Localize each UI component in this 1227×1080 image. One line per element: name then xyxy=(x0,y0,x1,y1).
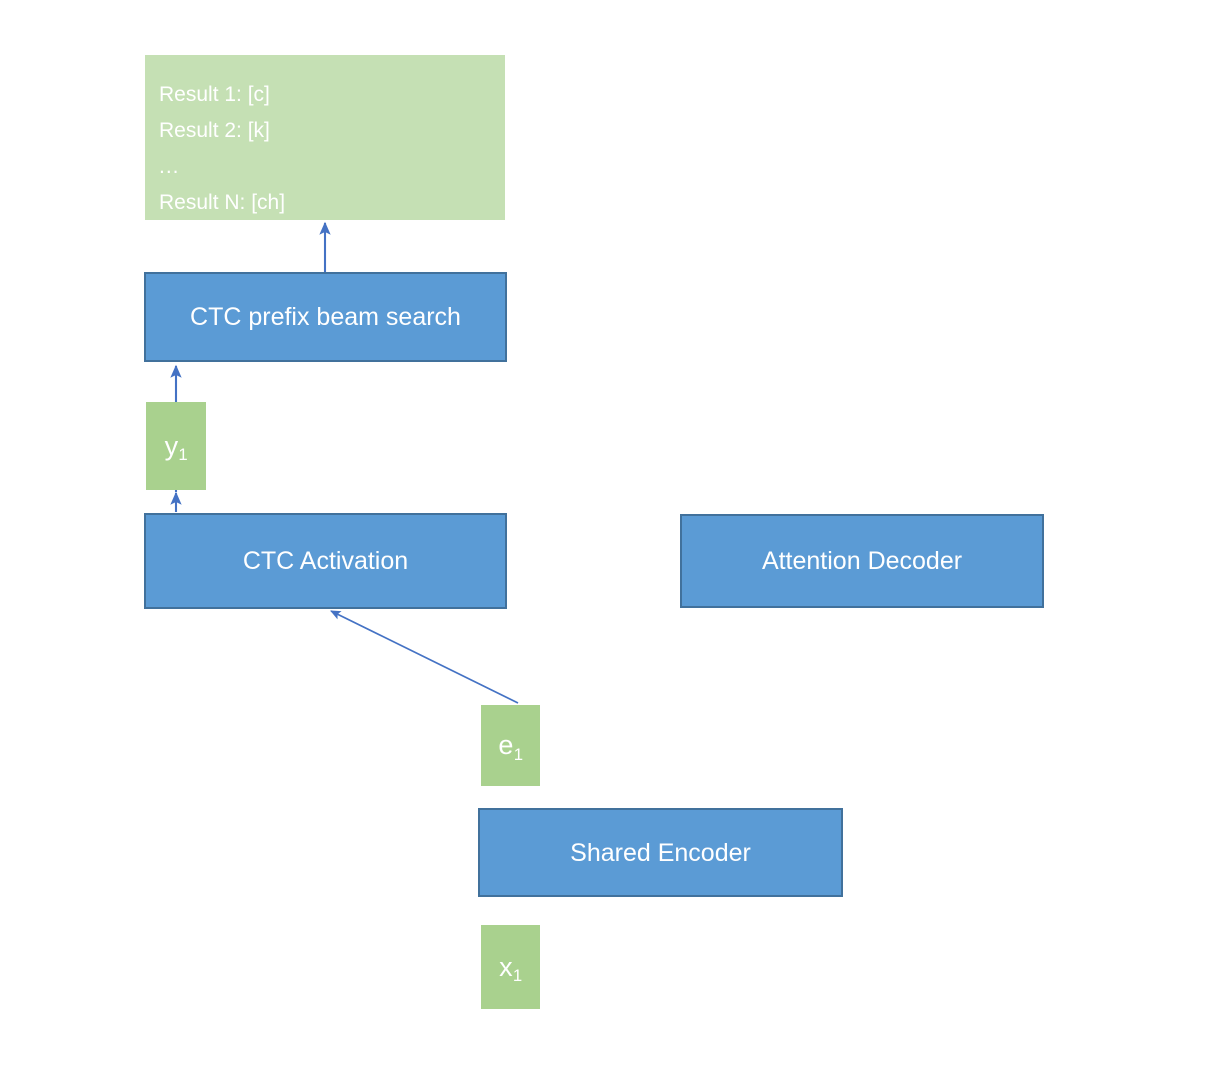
tensor-e1-label: e1 xyxy=(498,729,523,764)
result-line-1: Result 1: [c] xyxy=(159,83,270,106)
attention-decoder-label: Attention Decoder xyxy=(761,547,963,575)
tensor-x1-subscript: 1 xyxy=(512,966,523,986)
tensor-e1-subscript: 1 xyxy=(513,744,523,764)
tensor-y1-base: y xyxy=(164,430,179,461)
shared-encoder-box[interactable]: Shared Encoder xyxy=(478,808,843,897)
tensor-y1-subscript: 1 xyxy=(178,445,188,465)
tensor-e1-base: e xyxy=(498,730,514,761)
edge-e1-to-ctcactivation xyxy=(330,610,519,704)
shared-encoder-label: Shared Encoder xyxy=(570,838,751,867)
tensor-y1-box[interactable]: y1 xyxy=(146,402,206,490)
attention-decoder-box[interactable]: Attention Decoder xyxy=(680,514,1044,608)
tensor-x1-box[interactable]: x1 xyxy=(481,925,540,1009)
tensor-x1-label: x1 xyxy=(499,951,523,986)
ctc-prefix-beam-search-label: CTC prefix beam search xyxy=(190,303,461,331)
tensor-e1-box[interactable]: e1 xyxy=(481,705,540,786)
ctc-activation-box[interactable]: CTC Activation xyxy=(144,513,507,609)
result-line-n: Result N: [ch] xyxy=(159,191,286,215)
ctc-activation-label: CTC Activation xyxy=(242,547,409,575)
tensor-x1-base: x xyxy=(499,951,513,982)
results-panel: Result 1: [c] Result 2: [k] ... Result N… xyxy=(145,55,505,220)
result-line-2: Result 2: [k] xyxy=(159,119,270,143)
tensor-y1-label: y1 xyxy=(164,430,188,465)
ctc-prefix-beam-search-box[interactable]: CTC prefix beam search xyxy=(144,272,507,362)
result-line-ellipsis: ... xyxy=(159,155,180,179)
